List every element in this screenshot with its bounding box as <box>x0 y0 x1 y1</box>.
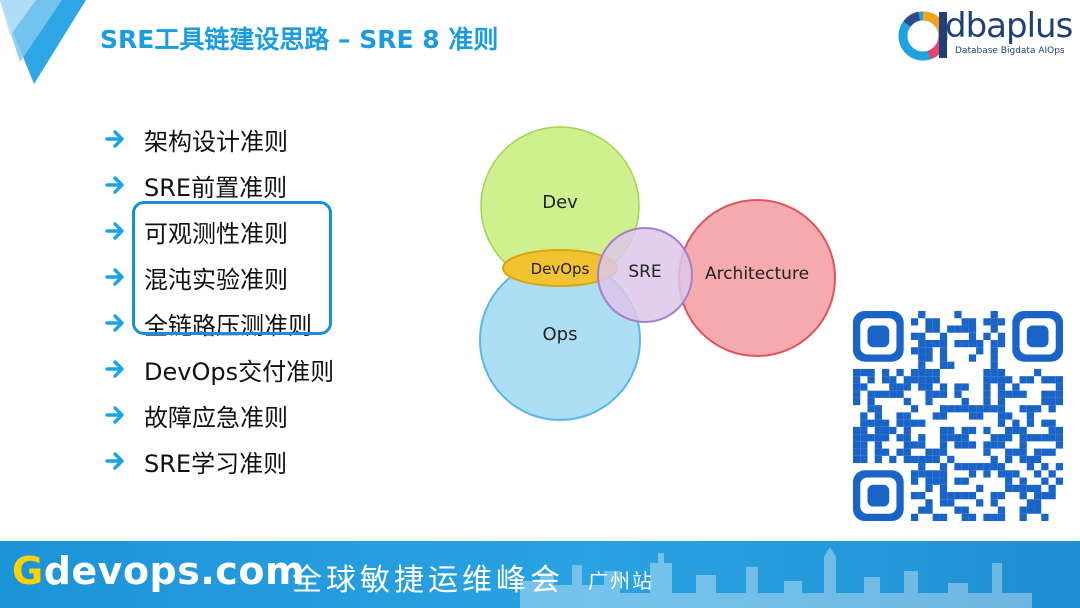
arrow-right-icon <box>105 360 124 378</box>
city-label: 广州站 <box>588 569 654 593</box>
gdevops-brand: Gdevops.com <box>12 549 305 593</box>
list-item: 混沌实验准则 <box>104 254 334 300</box>
qr-code <box>853 311 1063 521</box>
list-item: 可观测性准则 <box>104 208 334 254</box>
brand-name: devops.com <box>43 549 306 593</box>
highlight-box <box>132 201 332 335</box>
list-item-label: 混沌实验准则 <box>144 265 288 294</box>
arrow-right-icon <box>105 406 124 424</box>
logo-wordmark: dbaplus <box>945 6 1073 46</box>
list-item-label: DevOps交付准则 <box>144 357 335 386</box>
list-item-label: SRE前置准则 <box>144 173 288 202</box>
list-item: DevOps交付准则 <box>104 346 334 392</box>
sre-circle <box>597 227 693 323</box>
city-skyline-image <box>520 547 1032 608</box>
dbaplus-logo: dbaplus Database Bigdata AIOps <box>895 6 1075 62</box>
principles-list: 架构设计准则 SRE前置准则 可观测性准则 混沌实验准则 全链路压测准则 Dev… <box>104 116 334 484</box>
list-item-label: 架构设计准则 <box>144 127 288 156</box>
arrow-right-icon <box>105 222 124 240</box>
brand-g: G <box>12 549 44 593</box>
arrow-right-icon <box>105 268 124 286</box>
list-item-label: 故障应急准则 <box>144 403 288 432</box>
arrow-right-icon <box>105 452 124 470</box>
architecture-label: Architecture <box>705 264 809 284</box>
arrow-right-icon <box>105 176 124 194</box>
summit-title: 全球敏捷运维峰会 <box>292 563 564 598</box>
dbaplus-logo-mark <box>898 11 948 61</box>
arrow-right-icon <box>105 314 124 332</box>
ops-label: Ops <box>543 324 578 345</box>
slide-title: SRE工具链建设思路 – SRE 8 准则 <box>100 25 499 54</box>
venn-diagram: Dev Ops DevOps SRE Architecture <box>479 126 836 421</box>
arrow-right-icon <box>105 130 124 148</box>
logo-tagline: Database Bigdata AIOps <box>955 46 1065 56</box>
footer-banner: Gdevops.com 全球敏捷运维峰会 广州站 <box>0 541 1080 608</box>
list-item: 架构设计准则 <box>104 116 334 162</box>
dev-label: Dev <box>542 192 578 213</box>
devops-label: DevOps <box>531 260 590 278</box>
list-item-label: SRE学习准则 <box>144 449 288 478</box>
list-item: 故障应急准则 <box>104 392 334 438</box>
list-item: SRE前置准则 <box>104 162 334 208</box>
corner-decoration <box>0 0 86 84</box>
list-item: SRE学习准则 <box>104 438 334 484</box>
list-item-label: 可观测性准则 <box>144 219 288 248</box>
sre-label: SRE <box>628 262 661 282</box>
